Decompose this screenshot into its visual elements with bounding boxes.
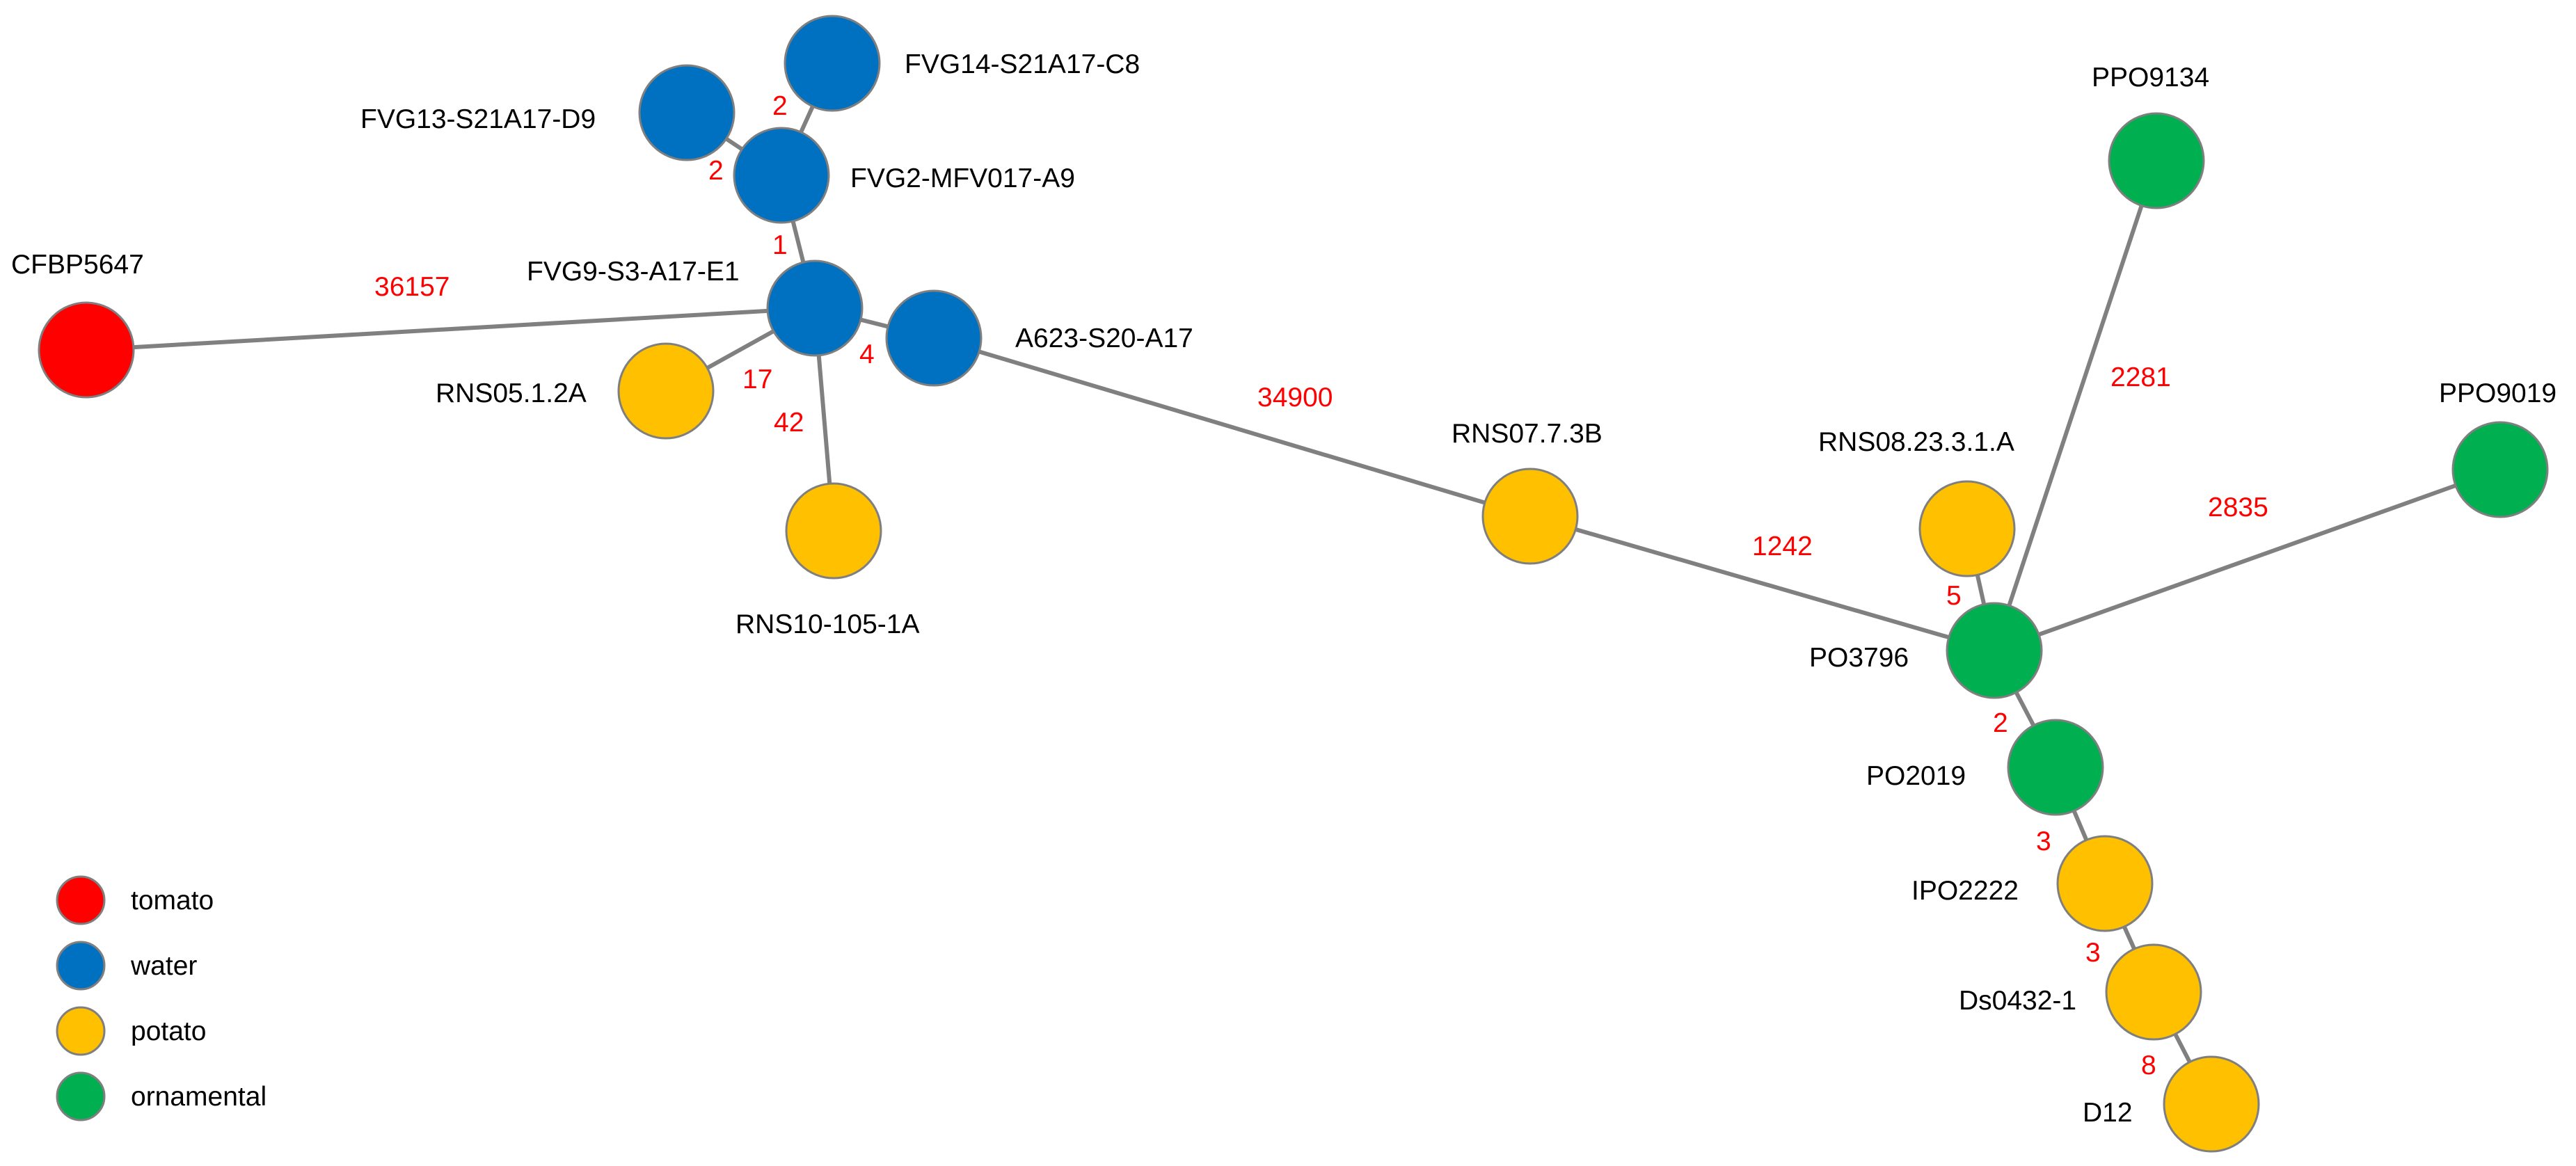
- edge-weight-label: 3: [2036, 826, 2051, 856]
- node-label-po2019: PO2019: [1866, 761, 1966, 791]
- edge-weight-label: 2835: [2208, 493, 2268, 522]
- legend-label-tomato: tomato: [131, 886, 214, 916]
- node-cfbp5647[interactable]: [38, 301, 135, 399]
- edge-weight-label: 2: [772, 91, 788, 121]
- node-po2019[interactable]: [2007, 719, 2104, 816]
- node-d12[interactable]: [2163, 1055, 2260, 1153]
- node-label-rns05-1-2a: RNS05.1.2A: [436, 378, 587, 408]
- edge-weight-label: 5: [1946, 581, 1962, 611]
- edge-weight-label: 34900: [1257, 383, 1333, 413]
- node-label-fvg9-s3-a17-e1: FVG9-S3-A17-E1: [527, 257, 740, 287]
- node-label-ppo9134: PPO9134: [2092, 63, 2209, 93]
- node-fvg13-s21a17-d9[interactable]: [638, 64, 736, 161]
- edge-po3796-to-ppo9019: [1993, 468, 2502, 653]
- node-label-fvg13-s21a17-d9: FVG13-S21A17-D9: [360, 104, 596, 134]
- node-fvg2-mfv017-a9[interactable]: [733, 127, 830, 224]
- legend-label-water: water: [130, 951, 197, 981]
- node-fvg9-s3-a17-e1[interactable]: [766, 259, 864, 357]
- node-rns10-105-1a[interactable]: [785, 482, 882, 580]
- node-label-cfbp5647: CFBP5647: [11, 250, 144, 280]
- edge-weight-label: 1242: [1752, 532, 1813, 561]
- node-labels-layer: CFBP5647 FVG9-S3-A17-E1 FVG2-MFV017-A9 FVG1…: [11, 49, 2557, 1128]
- node-label-ds0432-1: Ds0432-1: [1959, 986, 2076, 1016]
- legend-swatch-ornamental: [56, 1071, 106, 1121]
- node-ipo2222[interactable]: [2056, 835, 2154, 932]
- legend: tomato water potato ornamental: [56, 875, 267, 1121]
- node-ds0432-1[interactable]: [2105, 943, 2202, 1041]
- node-ppo9134[interactable]: [2108, 112, 2205, 209]
- node-label-d12: D12: [2083, 1098, 2133, 1128]
- node-label-a623-s20-a17: A623-S20-A17: [1015, 324, 1193, 353]
- node-label-rns10-105-1a: RNS10-105-1A: [736, 609, 919, 639]
- node-rns05-1-2a[interactable]: [617, 342, 715, 440]
- edge-po3796-to-ppo9134: [1992, 160, 2158, 651]
- node-ppo9019[interactable]: [2451, 421, 2549, 518]
- node-label-rns07-7-3b: RNS07.7.3B: [1452, 419, 1603, 449]
- node-rns08-23-3-1-a[interactable]: [1918, 480, 2016, 577]
- edge-weight-label: 17: [742, 365, 772, 394]
- node-label-po3796: PO3796: [1809, 643, 1909, 673]
- node-label-ppo9019: PPO9019: [2439, 378, 2557, 408]
- edge-weight-label: 4: [859, 340, 875, 369]
- nodes-layer: [38, 15, 2549, 1153]
- node-fvg14-s21a17-c8[interactable]: [784, 15, 881, 112]
- edge-weight-label: 2: [708, 156, 724, 186]
- edge-weight-label: 42: [774, 408, 804, 438]
- edge-weight-label: 2281: [2110, 362, 2171, 392]
- legend-label-potato: potato: [131, 1016, 206, 1046]
- node-label-rns08-23-3-1-a: RNS08.23.3.1.A: [1818, 427, 2014, 457]
- edge-weight-label: 8: [2141, 1051, 2156, 1080]
- node-a623-s20-a17[interactable]: [885, 289, 983, 387]
- edge-cfbp5647-to-fvg9-s3-a17-e1: [86, 306, 816, 352]
- edge-rns07-7-3b-to-po3796: [1529, 514, 1995, 653]
- edge-weight-label: 36157: [374, 272, 450, 302]
- edge-weight-label: 1: [772, 230, 788, 260]
- edge-weight-label: 3: [2085, 938, 2101, 968]
- legend-swatch-potato: [56, 1006, 106, 1056]
- node-po3796[interactable]: [1946, 602, 2043, 699]
- legend-label-ornamental: ornamental: [131, 1082, 267, 1112]
- node-label-fvg14-s21a17-c8: FVG14-S21A17-C8: [905, 49, 1140, 79]
- node-label-ipo2222: IPO2222: [1911, 876, 2019, 906]
- edge-weight-label: 2: [1993, 708, 2008, 738]
- legend-swatch-water: [56, 941, 106, 991]
- node-label-fvg2-mfv017-a9: FVG2-MFV017-A9: [850, 163, 1075, 193]
- node-rns07-7-3b[interactable]: [1481, 468, 1579, 565]
- legend-swatch-tomato: [56, 875, 106, 925]
- edge-a623-s20-a17-to-rns07-7-3b: [933, 336, 1531, 518]
